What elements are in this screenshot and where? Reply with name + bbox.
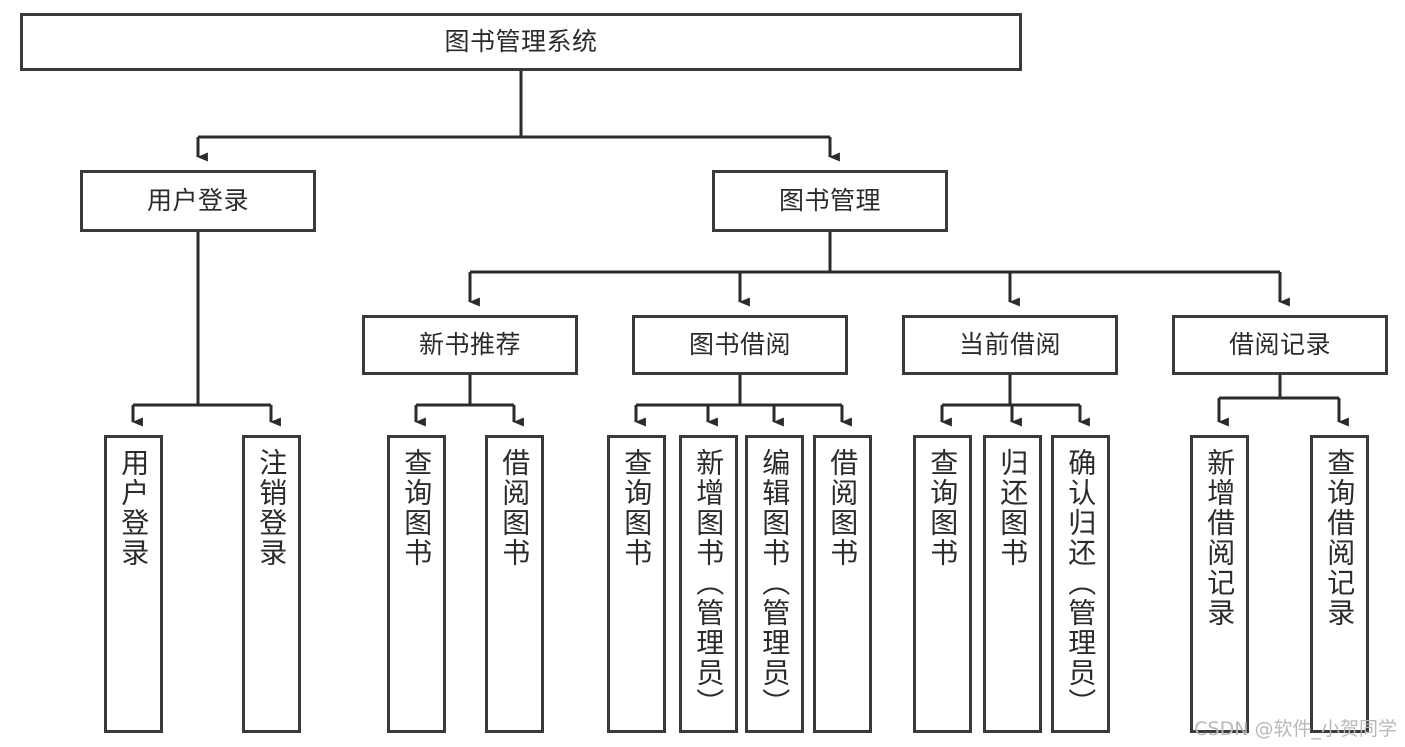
node-label: 借阅记录 bbox=[1228, 330, 1331, 360]
leaf-logout[interactable]: 注销登录 bbox=[242, 435, 301, 733]
node-label: 查询图书 bbox=[926, 448, 960, 568]
leaf-user-login[interactable]: 用户登录 bbox=[104, 435, 163, 733]
node-borrow-record[interactable]: 借阅记录 bbox=[1172, 315, 1388, 375]
node-label: 借阅图书 bbox=[826, 448, 860, 568]
node-label: 查询借阅记录 bbox=[1323, 448, 1357, 628]
node-user-login[interactable]: 用户登录 bbox=[80, 170, 316, 232]
node-label: 编辑图书（管理员） bbox=[758, 448, 792, 718]
leaf-edit-book-admin[interactable]: 编辑图书（管理员） bbox=[745, 435, 804, 733]
leaf-return-book[interactable]: 归还图书 bbox=[983, 435, 1042, 733]
leaf-query-book-current[interactable]: 查询图书 bbox=[913, 435, 972, 733]
leaf-confirm-return-admin[interactable]: 确认归还（管理员） bbox=[1051, 435, 1110, 733]
node-label: 查询图书 bbox=[400, 448, 434, 568]
leaf-borrow-book-recommend[interactable]: 借阅图书 bbox=[485, 435, 544, 733]
node-root[interactable]: 图书管理系统 bbox=[20, 13, 1022, 71]
leaf-add-book-admin[interactable]: 新增图书（管理员） bbox=[679, 435, 738, 733]
node-label: 当前借阅 bbox=[958, 330, 1061, 360]
node-label: 新增图书（管理员） bbox=[692, 448, 726, 718]
leaf-query-borrow-record[interactable]: 查询借阅记录 bbox=[1310, 435, 1369, 733]
node-current-borrow[interactable]: 当前借阅 bbox=[902, 315, 1118, 375]
node-label: 用户登录 bbox=[117, 448, 151, 568]
node-new-book-recommend[interactable]: 新书推荐 bbox=[362, 315, 578, 375]
leaf-borrow-book[interactable]: 借阅图书 bbox=[813, 435, 872, 733]
node-label: 新书推荐 bbox=[418, 330, 521, 360]
node-label: 查询图书 bbox=[620, 448, 654, 568]
node-book-management[interactable]: 图书管理 bbox=[712, 170, 948, 232]
node-label: 图书管理系统 bbox=[444, 27, 598, 57]
node-label: 新增借阅记录 bbox=[1203, 448, 1237, 628]
node-label: 图书管理 bbox=[778, 186, 881, 216]
node-label: 图书借阅 bbox=[688, 330, 791, 360]
watermark-text: CSDN @软件_小贺同学 bbox=[1194, 718, 1397, 740]
node-label: 借阅图书 bbox=[498, 448, 532, 568]
leaf-query-book-borrow[interactable]: 查询图书 bbox=[607, 435, 666, 733]
node-label: 确认归还（管理员） bbox=[1064, 448, 1098, 718]
leaf-query-book-recommend[interactable]: 查询图书 bbox=[387, 435, 446, 733]
node-label: 注销登录 bbox=[255, 448, 289, 568]
leaf-add-borrow-record[interactable]: 新增借阅记录 bbox=[1190, 435, 1249, 733]
node-book-borrow[interactable]: 图书借阅 bbox=[632, 315, 848, 375]
node-label: 用户登录 bbox=[146, 186, 249, 216]
node-label: 归还图书 bbox=[996, 448, 1030, 568]
